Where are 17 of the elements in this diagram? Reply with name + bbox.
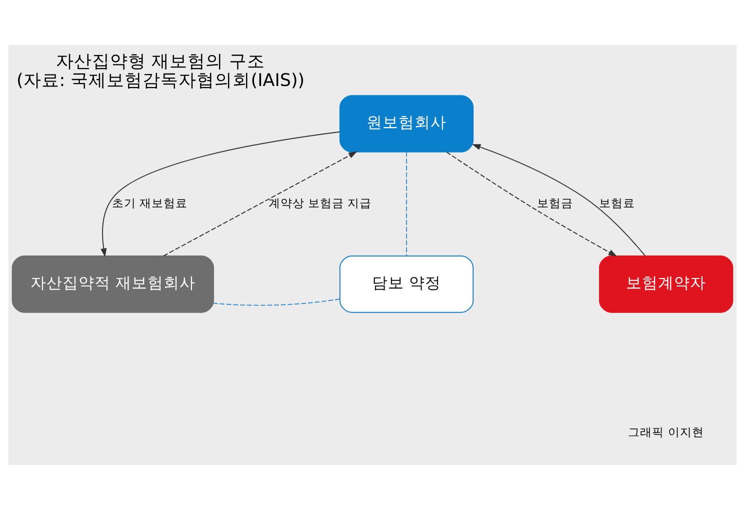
diagram-title: 자산집약형 재보험의 구조 [56, 51, 266, 72]
connector [406, 150, 408, 256]
node-box: 보험계약자 [599, 254, 734, 312]
connector [213, 298, 340, 306]
edge-label: 보험료 [599, 195, 636, 210]
node-box: 원보험회사 [339, 94, 474, 152]
caption: (자료: 국제보험감독자협의회(IAIS)) [16, 70, 305, 91]
edge-label: 초기 재보험료 [112, 195, 188, 210]
arrow [162, 150, 358, 256]
edge-label: 계약상 보험금 지급 [268, 195, 372, 210]
edge-label: 보험금 [536, 195, 573, 210]
label: 그래픽 이지현 [628, 424, 704, 438]
arrow [100, 130, 340, 257]
node-box: 자산집약적 재보험회사 [12, 254, 214, 312]
arrow [446, 151, 618, 256]
arrow [472, 144, 646, 256]
node-box: 담보 약정 [339, 254, 474, 312]
